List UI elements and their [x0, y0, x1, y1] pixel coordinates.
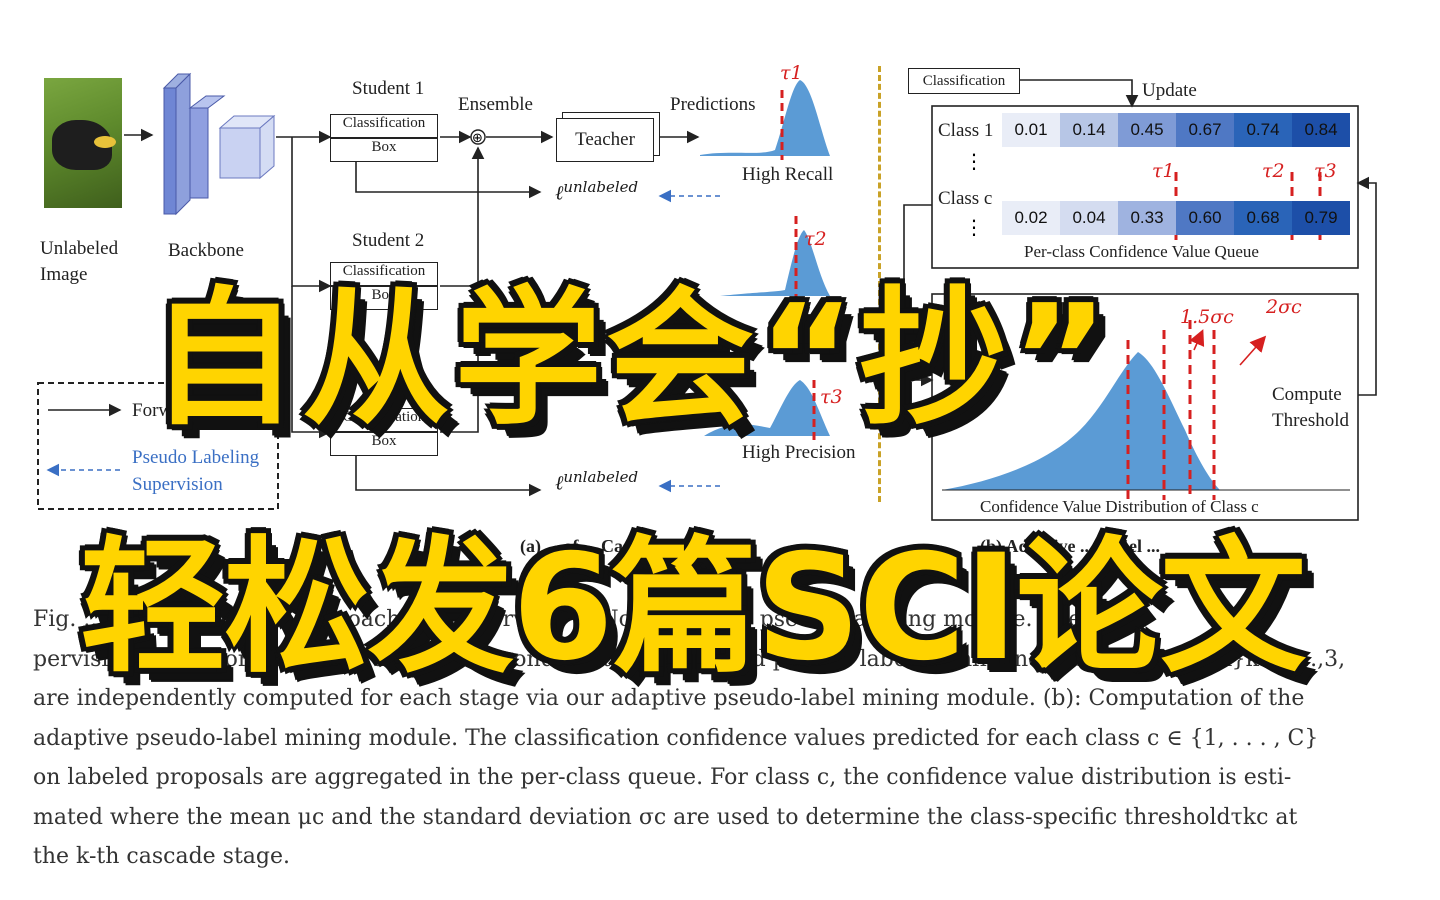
legend-pseudo-label-2: Supervision — [132, 474, 223, 495]
caption-line: pervision signal for unlabeled data corr… — [33, 646, 1346, 672]
overlay-title-line2: 轻松发6篇SCI论文 — [80, 523, 1306, 693]
loss-symbol: ℓ — [555, 180, 564, 205]
update-label: Update — [1142, 80, 1197, 101]
figure-caption: Fig. ... Preliminaries ... approach. (a)… — [33, 600, 1405, 877]
queue-cell: 0.01 — [1002, 113, 1060, 147]
subcaption-b: (b) Adaptive ... Label ... — [980, 536, 1161, 556]
teacher-box: Teacher — [556, 118, 654, 162]
panel-b-graphics: ⋮ ⋮ — [903, 79, 1377, 521]
student1-box-head: Box — [330, 138, 438, 162]
caption-line: the k-th cascade stage. — [33, 844, 291, 869]
legend-pseudo-label-1: Pseudo Labeling — [132, 447, 260, 468]
classc-label: Class c — [938, 188, 993, 209]
overlay-title-line1: 自从学会“抄” — [150, 273, 1113, 445]
loss-unlabeled-bottom: ℓunlabeled — [555, 468, 638, 496]
queue-cell: 0.04 — [1060, 201, 1118, 235]
loss-superscript: unlabeled — [563, 178, 639, 196]
unlabeled-image-thumbnail — [44, 78, 122, 208]
class1-label: Class 1 — [938, 120, 994, 141]
backbone-blocks — [162, 72, 276, 216]
caption-line: on labeled proposals are aggregated in t… — [33, 765, 1292, 790]
classification-tag: Classification — [908, 68, 1020, 94]
predictions-label: Predictions — [670, 94, 756, 115]
class1-queue: 0.01 0.14 0.45 0.67 0.74 0.84 — [1002, 113, 1350, 147]
student2-box-head: Box — [330, 286, 438, 310]
queue-cell: 0.84 — [1292, 113, 1350, 147]
queue-cell: 0.45 — [1118, 113, 1176, 147]
student1-title: Student 1 — [352, 78, 425, 99]
svg-text:⋮: ⋮ — [964, 149, 984, 173]
sigma-label-1-5: 1.5σc — [1180, 306, 1234, 328]
queue-cell: 0.60 — [1176, 201, 1234, 235]
student1-classification-head: Classification — [330, 114, 438, 138]
queue-cell: 0.68 — [1234, 201, 1292, 235]
caption-line: mated where the mean μc and the standard… — [33, 804, 1298, 830]
ensemble-label: Ensemble — [458, 94, 533, 115]
classc-queue: 0.02 0.04 0.33 0.60 0.68 0.79 — [1002, 201, 1350, 235]
svg-text:⋮: ⋮ — [964, 215, 984, 239]
unlabeled-image-label-2: Image — [40, 264, 88, 285]
caption-line: Fig. ... Preliminaries ... approach. (a)… — [33, 607, 1122, 632]
figure-panel-a: Unlabeled Image Backbone ⊕ — [0, 0, 880, 570]
svg-text:⊕: ⊕ — [472, 131, 483, 146]
sigma-label-2: 2σc — [1266, 296, 1302, 318]
loss-unlabeled-top: ℓunlabeled — [555, 178, 638, 206]
caption-line: are independently computed for each stag… — [33, 686, 1305, 711]
tau2-label-left: τ2 — [804, 228, 827, 250]
frisbee-shape — [94, 136, 116, 148]
student2-classification-head: Classification — [330, 262, 438, 286]
tau2-label-right: τ2 — [1262, 160, 1285, 182]
legend-forward-label: Forward — [132, 400, 197, 421]
tau1-label-right: τ1 — [1152, 160, 1175, 182]
student3-classification-head: Classification — [330, 408, 438, 432]
queue-cell: 0.14 — [1060, 113, 1118, 147]
student3-box-head: Box — [330, 432, 438, 456]
tau3-label-right: τ3 — [1314, 160, 1337, 182]
student2-title: Student 2 — [352, 230, 425, 251]
flow-connectors: ⊕ — [37, 80, 830, 510]
compute-threshold-label-2: Threshold — [1272, 410, 1350, 431]
queue-cell: 0.67 — [1176, 113, 1234, 147]
subcaption-a: (a) ... of ... Cascade — [520, 536, 665, 556]
high-precision-label: High Precision — [742, 442, 856, 463]
queue-caption: Per-class Confidence Value Queue — [1024, 242, 1259, 261]
figure-panel-b: ⋮ ⋮ Classification Update Class 1 Class … — [880, 0, 1440, 570]
loss-symbol: ℓ — [555, 470, 564, 495]
tau3-label-left: τ3 — [820, 386, 843, 408]
caption-line: adaptive pseudo-label mining module. The… — [33, 725, 1319, 751]
distribution-caption: Confidence Value Distribution of Class c — [980, 497, 1259, 516]
tau1-label-left: τ1 — [780, 62, 803, 84]
queue-cell: 0.02 — [1002, 201, 1060, 235]
high-recall-label: High Recall — [742, 164, 834, 185]
queue-cell: 0.74 — [1234, 113, 1292, 147]
unlabeled-image-label-1: Unlabeled — [40, 238, 119, 259]
loss-superscript: unlabeled — [563, 468, 639, 486]
queue-cell: 0.33 — [1118, 201, 1176, 235]
backbone-label: Backbone — [168, 240, 244, 261]
compute-threshold-label-1: Compute — [1272, 384, 1342, 405]
queue-cell: 0.79 — [1292, 201, 1350, 235]
panel-divider — [878, 66, 881, 502]
